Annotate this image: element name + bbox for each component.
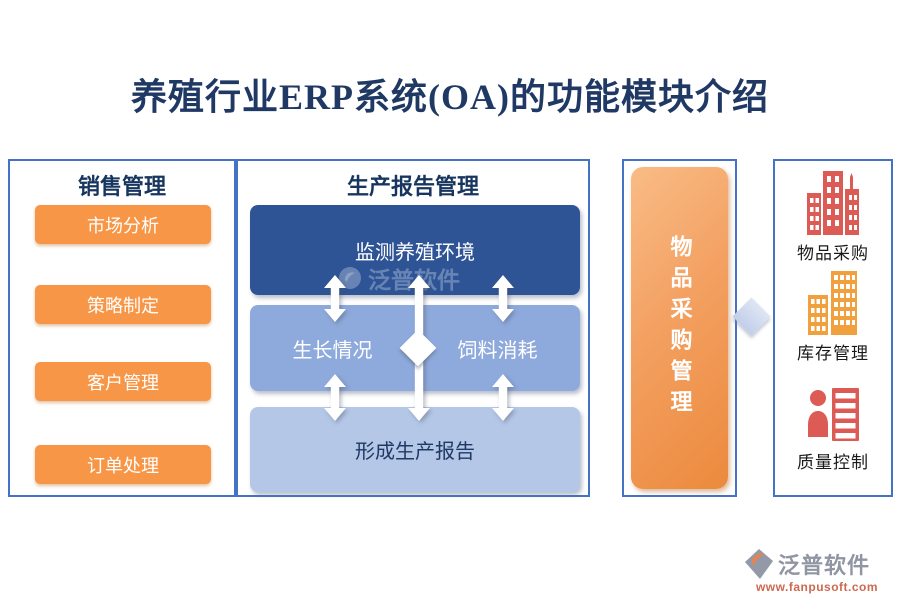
double-arrow-icon	[324, 374, 346, 421]
module-item-inventory: 库存管理	[775, 269, 891, 364]
market-analysis-box: 市场分析	[35, 205, 211, 244]
double-arrow-icon	[492, 275, 514, 322]
sales-management-panel: 销售管理 市场分析 策略制定 客户管理 订单处理	[8, 159, 236, 497]
module-label-quality: 质量控制	[797, 453, 869, 472]
watermark-text: 泛普软件	[368, 268, 460, 293]
double-arrow-icon	[492, 374, 514, 421]
production-report-label: 形成生产报告	[355, 441, 475, 463]
growth-status-label: 生长情况	[292, 339, 373, 362]
production-report-panel: 生产报告管理 监测养殖环境 泛普软件 生长情况 饲料消耗 形成生产报告	[236, 159, 590, 497]
buildings-red-icon	[807, 171, 859, 235]
modules-panel: 物品采购	[773, 159, 893, 497]
module-item-quality: 质量控制	[775, 387, 891, 473]
customer-management-box: 客户管理	[35, 362, 211, 401]
fanpu-logo-icon	[745, 549, 773, 579]
brand-name: 泛普软件	[778, 553, 871, 578]
footer-brand: 泛普软件 www.fanpusoft.com	[744, 548, 890, 594]
buildings-orange-icon	[808, 271, 857, 335]
procurement-bar-label: 物品采购管理	[667, 235, 693, 421]
procurement-management-panel: 物品采购管理	[622, 159, 737, 497]
monitor-environment-label: 监测养殖环境	[355, 241, 475, 264]
module-label-purchasing: 物品采购	[797, 244, 869, 263]
watermark: 泛普软件	[338, 261, 460, 295]
double-arrow-icon	[324, 275, 346, 322]
sales-panel-header: 销售管理	[77, 174, 166, 199]
module-item-purchasing: 物品采购	[775, 169, 891, 264]
feed-consumption-label: 饲料消耗	[457, 339, 538, 362]
production-report-box: 形成生产报告	[250, 407, 580, 492]
strategy-making-box: 策略制定	[35, 285, 211, 324]
page-title: 养殖行业ERP系统(OA)的功能模块介绍	[131, 77, 769, 117]
watermark-logo-icon	[339, 267, 361, 289]
production-panel-header: 生产报告管理	[346, 174, 479, 199]
brand-url: www.fanpusoft.com	[755, 580, 879, 594]
module-label-inventory: 库存管理	[797, 344, 869, 363]
person-report-icon	[808, 388, 859, 441]
order-processing-box: 订单处理	[35, 445, 211, 484]
connector-diamond	[732, 297, 771, 336]
procurement-bar: 物品采购管理	[631, 167, 728, 489]
